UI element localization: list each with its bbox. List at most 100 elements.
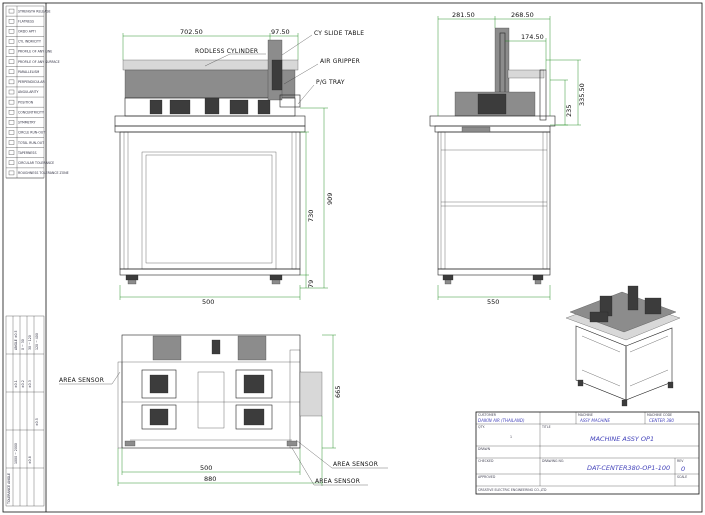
- gdt-symbol-icon: [8, 59, 15, 64]
- side-view: [429, 27, 556, 285]
- gdt-legend-label: PROFILE OF ANY LINE: [18, 50, 52, 54]
- front-view: [114, 39, 306, 285]
- front-dim-500: 500: [202, 298, 214, 306]
- tb-revision: 0: [681, 465, 685, 473]
- gdt-legend-label: ANGULARITY: [18, 90, 38, 94]
- svg-text:0 ~ 30: 0 ~ 30: [21, 339, 25, 350]
- svg-text:APPROVED: APPROVED: [478, 475, 496, 479]
- svg-text:MACHINE CODE: MACHINE CODE: [647, 413, 672, 417]
- gdt-legend: STRENGTH RELEASE FLATNESS ORDO APTI CYL IND…: [5, 5, 69, 179]
- gdt-symbol-icon: [8, 39, 15, 44]
- top-dim-500: 500: [200, 464, 212, 472]
- side-dim-281-50: 281.50: [452, 11, 475, 19]
- side-dim-174-50: 174.50: [521, 33, 544, 41]
- side-dim-335-50: 335.50: [578, 83, 586, 106]
- tb-machine-code: CENTER 380: [649, 418, 674, 423]
- gdt-legend-label: PROFILE OF ANY SURFACE: [18, 60, 60, 64]
- callout-area-sensor-left: AREA SENSOR: [59, 377, 104, 384]
- gdt-symbol-icon: [8, 160, 15, 165]
- svg-text:DRAWING NO.: DRAWING NO.: [542, 459, 564, 463]
- front-dim-79: 79: [307, 280, 315, 288]
- svg-text:MACHINE: MACHINE: [578, 413, 593, 417]
- svg-text:±0.3: ±0.3: [28, 380, 32, 388]
- title-block: CUSTOMER DAIKIN AIR (THAILAND) MACHINE A…: [475, 411, 700, 495]
- isometric-view: [565, 285, 681, 407]
- gdt-legend-label: CIRCULAR TOLERANCE: [18, 161, 54, 165]
- callout-area-sensor-right-1: AREA SENSOR: [333, 461, 378, 468]
- svg-text:±0.8: ±0.8: [28, 456, 32, 464]
- top-view-callouts: AREA SENSOR AREA SENSOR AREA SENSOR: [59, 371, 388, 486]
- svg-text:TITLE: TITLE: [541, 425, 551, 429]
- gdt-legend-label: CIRCLE RUN-OUT: [18, 131, 45, 135]
- front-view-callouts: RODLESS CYLINDER CY SLIDE TABLE AIR GRIP…: [195, 30, 364, 105]
- gdt-legend-label: CYL INDRICITY: [18, 40, 41, 44]
- tb-machine: ASSY MACHINE: [579, 418, 611, 423]
- top-view-dimensions: 665 500 880: [117, 334, 342, 486]
- gdt-symbol-icon: [8, 69, 15, 74]
- gdt-legend-label: STRENGTH RELEASE: [18, 9, 51, 13]
- gdt-symbol-icon: [8, 110, 15, 115]
- gdt-symbol-icon: [8, 130, 15, 135]
- tb-drawing-title: MACHINE ASSY OP1: [590, 435, 654, 443]
- gdt-legend-label: ORDO APTI: [18, 29, 36, 33]
- svg-text:CUSTOMER: CUSTOMER: [478, 413, 497, 417]
- side-dim-235: 235: [565, 105, 573, 117]
- top-dim-665: 665: [334, 386, 342, 398]
- svg-text:1000 ~ 2000: 1000 ~ 2000: [14, 443, 18, 464]
- gdt-symbol-icon: [8, 79, 15, 85]
- front-dim-730: 730: [307, 210, 315, 222]
- gdt-legend-label: FLATNESS: [18, 19, 34, 23]
- svg-text:30 ~ 120: 30 ~ 120: [28, 335, 32, 350]
- tolerance-table: TOLERANCE ANGLE ANGLE ±0.5 0 ~ 30 30 ~ 1…: [5, 315, 45, 507]
- gdt-symbol-icon: [8, 8, 15, 14]
- side-dim-268-50: 268.50: [511, 11, 534, 19]
- callout-area-sensor-right-2: AREA SENSOR: [315, 478, 360, 485]
- gdt-symbol-icon: [8, 19, 15, 24]
- gdt-legend-label: PERPENDICULAR: [18, 80, 45, 84]
- svg-text:REV: REV: [677, 459, 684, 463]
- gdt-symbol-icon: [8, 29, 15, 34]
- tb-company: CREATIVE ELECTRIC ENGINEERING CO.,LTD: [478, 488, 547, 492]
- gdt-legend-label: PARALLELISM: [18, 70, 39, 74]
- svg-text:ANGLE ±0.5: ANGLE ±0.5: [14, 330, 18, 350]
- top-view: [117, 334, 323, 449]
- tb-customer: DAIKIN AIR (THAILAND): [478, 418, 525, 423]
- side-view-dimensions: 281.50 268.50 174.50 235 335.50 550: [437, 11, 586, 306]
- svg-text:±0.5: ±0.5: [35, 418, 39, 426]
- gdt-symbol-icon: [8, 99, 15, 105]
- gdt-symbol-icon: [8, 140, 15, 145]
- tb-drawing-no: DAT-CENTER380-OP1-100: [587, 464, 670, 472]
- gdt-legend-label: TAPERNESS: [17, 151, 36, 155]
- gdt-legend-label: POSITION: [18, 100, 34, 104]
- front-dim-97-50: 97.50: [271, 28, 290, 36]
- gdt-symbol-icon: [8, 49, 15, 54]
- gdt-symbol-icon: [8, 170, 15, 176]
- front-dim-909: 909: [326, 193, 334, 205]
- callout-air-gripper: AIR GRIPPER: [320, 58, 360, 65]
- tolerance-table-title: TOLERANCE ANGLE: [7, 473, 11, 505]
- callout-cy-slide-table: CY SLIDE TABLE: [314, 30, 364, 37]
- svg-text:SCALE: SCALE: [677, 475, 687, 479]
- gdt-symbol-icon: [8, 150, 15, 155]
- gdt-legend-label: ROUGHNESS TOLERANCE ZONE: [18, 171, 69, 175]
- gdt-symbol-icon: [8, 120, 15, 125]
- front-view-dimensions: 702.50 97.50 730 79 909 500: [119, 28, 334, 306]
- gdt-symbol-icon: [8, 89, 15, 95]
- svg-text:±0.2: ±0.2: [21, 380, 25, 388]
- front-dim-702-50: 702.50: [180, 28, 203, 36]
- svg-text:DRAWN: DRAWN: [478, 447, 491, 451]
- tb-qty: 1: [510, 435, 512, 439]
- side-dim-550: 550: [487, 298, 499, 306]
- svg-text:120 ~ 400: 120 ~ 400: [35, 333, 39, 350]
- svg-text:±0.1: ±0.1: [14, 380, 18, 388]
- gdt-legend-label: TOTAL RUN-OUT: [17, 141, 44, 145]
- gdt-legend-label: CONCENTRICITY: [18, 110, 44, 114]
- gdt-legend-label: SYMMETRY: [18, 121, 35, 125]
- svg-text:CHECKED: CHECKED: [478, 459, 494, 463]
- top-dim-880: 880: [204, 475, 216, 483]
- callout-pg-tray: P/G TRAY: [316, 79, 345, 86]
- svg-text:QTY.: QTY.: [478, 425, 485, 429]
- callout-rodless-cylinder: RODLESS CYLINDER: [195, 48, 258, 55]
